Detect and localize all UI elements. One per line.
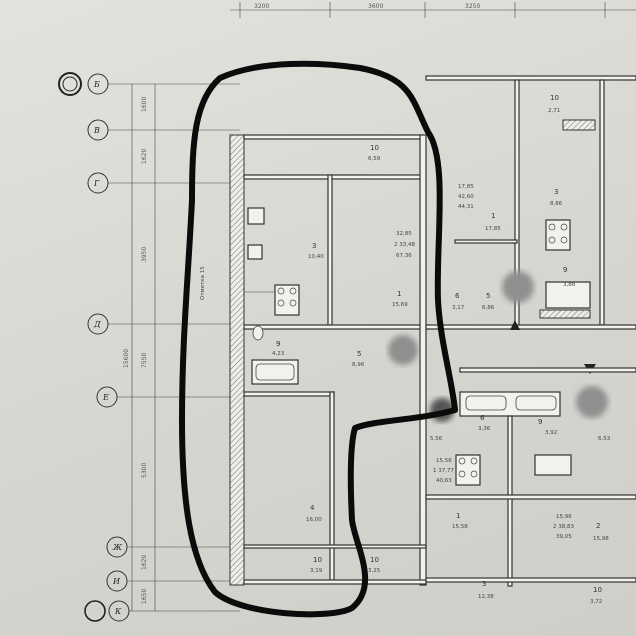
marker-outline — [179, 60, 458, 618]
room-rm3-num: 3 — [482, 580, 486, 588]
top-dimension-chain: 3200 3600 3250 — [230, 2, 636, 18]
room-rt3-area: 8,86 — [550, 201, 563, 207]
room-10a-area: 6,59 — [368, 156, 381, 162]
left-apartment: 10 6,59 3 10,40 32,85 2 33,48 67,36 1 15… — [229, 134, 430, 586]
room-rt3-num: 3 — [554, 188, 558, 196]
top-dim-3: 3250 — [465, 3, 480, 10]
room-rm3-area: 12,38 — [478, 594, 494, 600]
top-dim-2: 3600 — [368, 3, 383, 10]
room-1a-num: 1 — [397, 290, 401, 298]
vertical-note: Отметка 15 — [200, 266, 206, 300]
room-rm36-area: 3,36 — [478, 426, 491, 432]
apt-left-area-1: 32,85 — [396, 231, 412, 237]
axis-mark-b: Б — [93, 80, 100, 89]
room-10c-num: 10 — [370, 556, 379, 564]
room-10b-area: 3,19 — [310, 568, 323, 574]
apt-rm-area-3: 40,63 — [436, 478, 452, 484]
axis-mark-g: Г — [93, 179, 100, 188]
left-axis-markers: Б В Г Д Е Ж И К — [58, 72, 130, 622]
room-3-area: 10,40 — [308, 254, 324, 260]
room-rm56-area: 5,56 — [430, 436, 443, 442]
room-rt9-num: 9 — [563, 266, 567, 274]
apt-rb-area-2: 2 38,83 — [553, 524, 574, 530]
apt-left-area-2: 2 33,48 — [394, 242, 415, 248]
axis-mark-i: И — [112, 577, 121, 586]
room-3-num: 3 — [312, 242, 316, 250]
apt-rm-area-2: 1 37,77 — [433, 468, 454, 474]
apt-rm-area-1: 15,56 — [436, 458, 452, 464]
axis-mark-v: В — [93, 126, 100, 135]
left-dim-5: 15600 — [123, 349, 130, 368]
room-rt10-area: 2,71 — [548, 108, 560, 114]
room-rm10-num: 10 — [593, 586, 602, 594]
apt-rt-area-3: 44,31 — [458, 204, 474, 210]
room-rt1-num: 1 — [491, 212, 495, 220]
left-dim-8: 1650 — [141, 589, 148, 604]
room-rt1-area: 17,85 — [485, 226, 501, 232]
room-rm1-area: 15,58 — [452, 524, 468, 530]
apt-rb-area-1: 15,96 — [556, 514, 572, 520]
room-rt5-num: 5 — [486, 292, 490, 300]
room-rt6-area: 3,17 — [452, 305, 465, 311]
room-9a-area: 4,23 — [272, 351, 285, 357]
room-rm653-area: 6,53 — [598, 436, 611, 442]
axis-mark-d: Д — [93, 320, 101, 329]
room-rt9-area: 3,88 — [563, 282, 576, 288]
room-4-area: 16,00 — [306, 517, 322, 523]
left-dimension-chain: 1600 1620 3950 7550 15600 5300 1620 1650 — [108, 83, 240, 612]
left-dim-1: 1600 — [141, 97, 148, 112]
room-10b-num: 10 — [313, 556, 322, 564]
left-dim-4: 7550 — [141, 353, 148, 368]
room-rm2-area: 15,98 — [593, 536, 609, 542]
room-rm9-num: 9 — [538, 418, 542, 426]
room-10a-num: 10 — [370, 144, 379, 152]
left-dim-7: 1620 — [141, 555, 148, 570]
apt-rb-area-3: 39,05 — [556, 534, 572, 540]
room-rm36-num: 6 — [480, 414, 485, 422]
axis-mark-e: Е — [102, 393, 109, 402]
right-apartments: 10 2,71 17,85 42,60 44,31 1 17,85 3 8,86… — [425, 75, 636, 605]
axis-mark-k: К — [114, 607, 122, 616]
room-rt5-area: 6,86 — [482, 305, 495, 311]
room-10c-area: 3,25 — [368, 568, 381, 574]
room-9a-num: 9 — [276, 340, 280, 348]
top-dim-1: 3200 — [254, 3, 269, 10]
room-1a-area: 15,69 — [392, 302, 408, 308]
room-rm1-num: 1 — [456, 512, 460, 520]
apt-rt-area-2: 42,60 — [458, 194, 474, 200]
room-4-num: 4 — [310, 504, 315, 512]
room-5-num: 5 — [357, 350, 361, 358]
left-dim-6: 5300 — [141, 463, 148, 478]
axis-mark-zh: Ж — [112, 543, 123, 552]
room-rt6-num: 6 — [455, 292, 460, 300]
room-rm10-area: 3,72 — [590, 599, 602, 605]
apt-left-area-3: 67,36 — [396, 253, 412, 259]
blurred-spots — [388, 271, 608, 422]
left-dim-2: 1620 — [141, 149, 148, 164]
left-dim-3: 3950 — [141, 247, 148, 262]
room-rm9-area: 3,92 — [545, 430, 557, 436]
room-rt10-num: 10 — [550, 94, 559, 102]
room-5-area: 8,96 — [352, 362, 365, 368]
apt-rt-area-1: 17,85 — [458, 184, 474, 190]
room-rm2-num: 2 — [596, 522, 600, 530]
